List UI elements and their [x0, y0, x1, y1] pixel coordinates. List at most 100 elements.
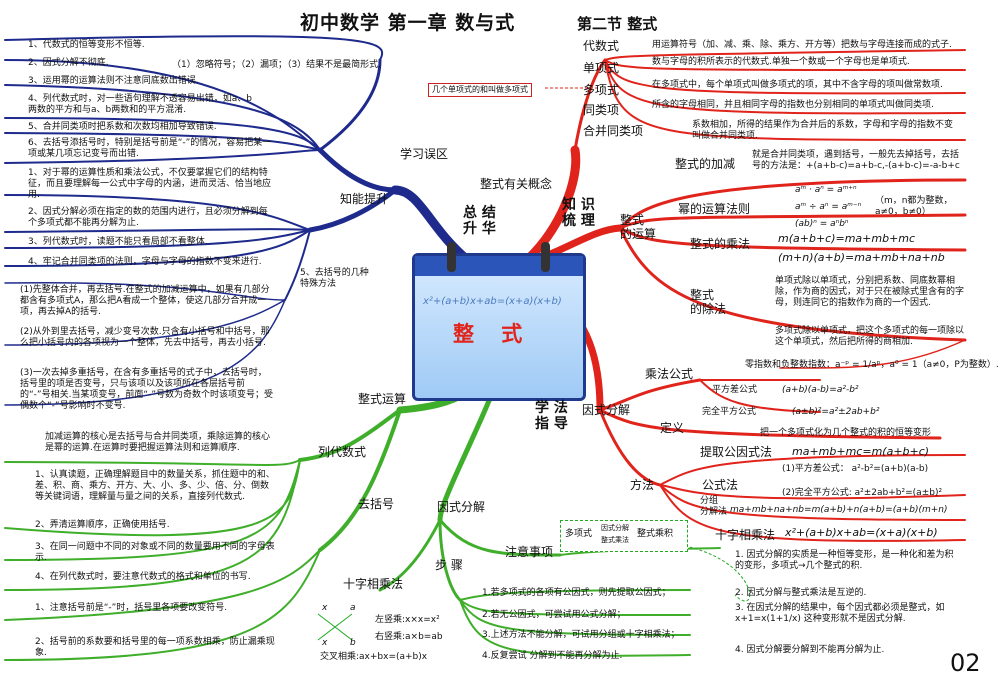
- concept-name: 代数式: [583, 39, 620, 53]
- center-label: 整 式: [453, 322, 533, 346]
- blue-ability: 知能提升: [340, 192, 389, 206]
- center-board: x²+(a+b)x+ab=(x+a)(x+b) 整 式: [412, 242, 586, 401]
- group-method-formula: ma+mb+na+nb=m(a+b)+n(a+b)=(a+b)(m+n): [730, 505, 948, 515]
- page-subtitle: 第二节 整式: [577, 15, 658, 33]
- expr-item: 1、认真读题，正确理解题目中的数量关系，抓住题中的和、差、积、商、乘方、开方、大…: [35, 470, 275, 502]
- error-item: 3、运用幂的运算法则不注意同底数出错误.: [28, 76, 199, 86]
- error-item: 2、因式分解不彻底.: [28, 58, 109, 68]
- note-item: 3. 在因式分解的结果中，每个因式都必须是整式，如 x+1=x(1+1/x) 这…: [735, 603, 945, 624]
- perfect-sq-formula: (a±b)²=a²±2ab+b²: [792, 407, 880, 417]
- step-item: 4.反复尝试 分解到不能再分解为止.: [482, 651, 623, 661]
- red-mult: 整式的乘法: [690, 237, 751, 251]
- relation-bottom: 整式乘法: [601, 536, 629, 544]
- power-rule: aᵐ · aⁿ = aᵐ⁺ⁿ: [795, 185, 857, 195]
- bracket-method-item: (2)从外到里去括号，减少变号次数.只含有小括号和中括号，那么把小括号内的各项视…: [20, 327, 270, 348]
- formula-method-label: 公式法: [702, 478, 739, 492]
- error-item: 5、合并同类项时把系数和次数均相加导致错误.: [28, 122, 217, 132]
- concept-name: 多项式: [583, 83, 620, 97]
- step-item: 2.若无公因式，可尝试用公式分解；: [482, 610, 626, 620]
- factor-mult-relation-box: 多项式 因式分解 整式乘法 整式乘积: [560, 520, 688, 552]
- sq-diff-label: 平方差公式: [712, 385, 758, 395]
- hub-method: 学 法 指 导: [535, 400, 568, 432]
- group-method-label: 分组 分解法: [700, 496, 728, 517]
- green-notes: 注意事项: [505, 545, 554, 559]
- red-add-sub: 整式的加减: [675, 157, 736, 171]
- error-item: 6、去括号添括号时，特别是括号前是“-”的情况，容易把某一项或某几项忘记变号而出…: [28, 138, 272, 159]
- cross-a: a: [350, 603, 356, 613]
- bracket-method-item: (3)一次去掉多重括号，在含有多重括号的式子中，去括号时，括号里的项是否变号，只…: [20, 368, 274, 411]
- red-power: 幂的运算法则: [678, 202, 751, 216]
- div-desc: 多项式除以单项式，把这个多项式的每一项除以这个单项式，然后把所得的商相加.: [775, 326, 965, 347]
- cross-method-label: 十字相乘法: [715, 528, 776, 542]
- red-div: 整式 的除法: [690, 288, 727, 316]
- concept-desc: 用运算符号（加、减、乘、除、乘方、开方等）把数与字母连接而成的式子.: [652, 40, 952, 50]
- relation-right: 整式乘积: [637, 529, 674, 539]
- concept-desc: 所含的字母相同，并且相同字母的指数也分别相同的单项式叫做同类项.: [652, 100, 934, 110]
- ability-item: 1、对于幂的运算性质和乘法公式，不仅要掌握它们的结构特征，而且要理解每一公式中字…: [28, 168, 272, 200]
- green-factor-title: 因式分解: [437, 500, 486, 514]
- note-item: 1. 因式分解的实质是一种恒等变形，是一种化和差为积的变形，多项式→几个整式的积…: [735, 550, 954, 571]
- cross-x2: x: [322, 638, 328, 648]
- red-def-desc: 把一个多项式化为几个整式的积的恒等变形: [760, 428, 932, 438]
- ability-item: 3、列代数式时，读题不能只看局部不看整体.: [28, 237, 208, 247]
- hub-knowledge: 知 识 梳 理: [562, 197, 595, 229]
- bracket-item: 2、括号前的系数要和括号里的每一项系数相乘，防止漏乘现象.: [35, 637, 275, 658]
- concept-desc: 系数相加，所得的结果作为合并后的系数，字母和字母的指数不变叫做合并同类项.: [692, 120, 954, 141]
- hub-summary: 总 结 升 华: [463, 205, 496, 237]
- green-expr-title: 列代数式: [318, 445, 367, 459]
- cross-right: 右竖乘:a×b=ab: [375, 632, 443, 642]
- green-ops-title: 整式运算: [358, 392, 407, 406]
- center-board-header: [415, 256, 583, 276]
- mult-rule: m(a+b+c)=ma+mb+mc: [778, 232, 916, 245]
- blue-study-errors: 学习误区: [400, 147, 449, 161]
- cross-left: 左竖乘:x×x=x²: [375, 615, 440, 625]
- green-cross-title: 十字相乘法: [343, 577, 404, 591]
- page-number: 02: [950, 649, 981, 677]
- relation-top: 因式分解: [601, 524, 629, 532]
- concept-name: 合并同类项: [583, 124, 644, 138]
- concept-name: 同类项: [583, 103, 620, 117]
- bracket-method-item: (1)先整体合并，再去括号.在整式的加减运算中，如果有几部分都含有多项式A，那么…: [20, 285, 270, 317]
- page-title: 初中数学 第一章 数与式: [300, 12, 516, 34]
- div-desc: 单项式除以单项式，分别把系数、同底数幂相除，作为商的因式，对于只在被除式里含有的…: [775, 276, 965, 308]
- red-factor: 因式分解: [582, 403, 631, 417]
- red-concepts-title: 整式有关概念: [480, 177, 553, 191]
- common-factor-label: 提取公因式法: [700, 445, 773, 459]
- polynomial-note-box: 几个单项式的和叫做多项式: [428, 83, 532, 97]
- center-formula: x²+(a+b)x+ab=(x+a)(x+b): [423, 296, 562, 307]
- cross-x1: x: [322, 603, 328, 613]
- error-item: 4、列代数式时，对一些语句理解不透容易出错，如a、b两数的平方和与a、b两数和的…: [28, 94, 252, 115]
- bracket-methods-title: 5、去括号的几种特殊方法: [300, 268, 369, 289]
- red-ops-title: 整式 的运算: [620, 213, 657, 241]
- board-ring-right: [541, 242, 550, 272]
- error-item: 1、代数式的恒等变形不恒等.: [28, 40, 145, 50]
- step-item: 1.若多项式的各项有公因式，则先提取公因式；: [482, 588, 671, 598]
- cross-method-formula: x²+(a+b)x+ab=(x+a)(x+b): [785, 526, 938, 539]
- board-ring-left: [447, 242, 456, 272]
- green-expr-core: 加减运算的核心是去括号与合并同类项，乘除运算的核心是幂的运算.在运算时要把握运算…: [45, 432, 271, 453]
- zero-neg-exponent: 零指数和负整数指数：a⁻ᵖ = 1/aᵖ，a⁰ = 1（a≠0，P为整数）.: [745, 360, 999, 370]
- expr-item: 2、弄清运算顺序，正确使用括号.: [35, 520, 170, 530]
- concept-name: 单项式: [583, 61, 620, 75]
- note-item: 2. 因式分解与整式乘法是互逆的.: [735, 588, 867, 598]
- sq-diff-formula: (a+b)(a-b)=a²-b²: [782, 385, 859, 395]
- note-item: 4. 因式分解要分解到不能再分解为止.: [735, 645, 885, 655]
- power-rule: aᵐ ÷ aⁿ = aᵐ⁻ⁿ: [795, 202, 862, 212]
- green-bracket-title: 去括号: [358, 497, 395, 511]
- concept-desc: 在多项式中，每个单项式叫做多项式的项，其中不含字母的项叫做常数项.: [652, 80, 943, 90]
- ability-item: 4、牢记合并同类项的法则，字母与字母的指数不变来进行.: [28, 257, 262, 267]
- perfect-sq-label: 完全平方公式: [702, 407, 757, 417]
- formula-method-item: (2)完全平方公式: a²±2ab+b²=(a±b)²: [782, 488, 943, 498]
- error-item: （1）忽略符号；（2）漏项；（3）结果不是最简形式.: [172, 60, 382, 70]
- red-add-sub-desc: 就是合并同类项，遇到括号，一般先去掉括号，去括号的方法是：+(a+b-c)=a+…: [752, 150, 960, 171]
- mult-rule: (m+n)(a+b)=ma+mb+na+nb: [778, 251, 945, 264]
- ability-item: 2、因式分解必须在指定的数的范围内进行，且必须分解到每个多项式都不能再分解为止.: [28, 207, 268, 228]
- step-item: 3.上述方法不能分解，可试用分组或十字相乘法；: [482, 630, 680, 640]
- expr-item: 4、在列代数式时，要注意代数式的格式和单位的书写.: [35, 572, 251, 582]
- relation-left: 多项式: [565, 529, 593, 539]
- red-def: 定义: [660, 421, 685, 435]
- red-mult-formula: 乘法公式: [645, 367, 694, 381]
- green-steps: 步 骤: [435, 558, 463, 572]
- cross-mix: 交叉相乘:ax+bx=(a+b)x: [320, 652, 428, 662]
- power-note: （m，n都为整数，a≠0，b≠0）: [875, 196, 953, 217]
